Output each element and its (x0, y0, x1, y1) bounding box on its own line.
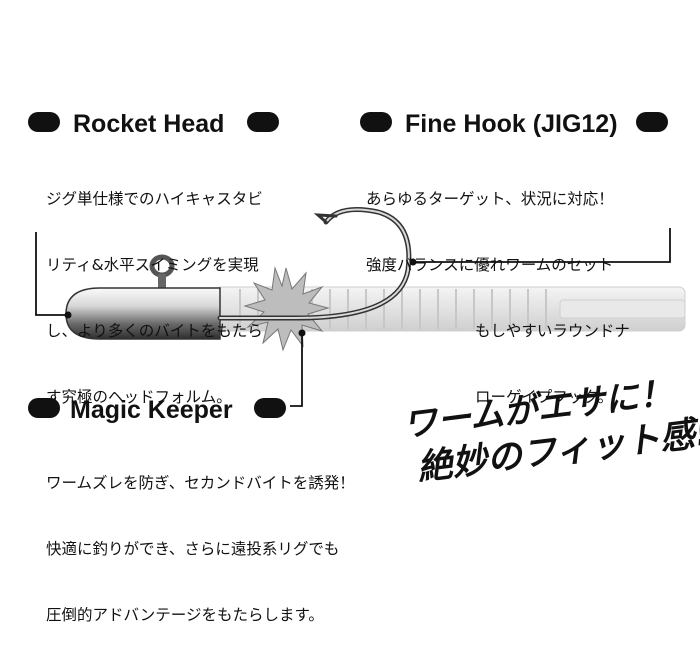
fine-hook-label: Fine Hook (JIG12) (360, 110, 668, 138)
fine-hook-shape (217, 207, 412, 321)
rocket-head-pill-left (28, 112, 60, 132)
magic-keeper-title: Magic Keeper (70, 396, 233, 424)
fine-hook-leader-dot (409, 258, 417, 266)
magic-keeper-leader (290, 333, 303, 407)
magic-keeper-desc-line: ワームズレを防ぎ、セカンドバイトを誘発！ (46, 474, 355, 492)
rocket-head-leader-dot (64, 311, 72, 319)
magic-keeper-desc-line: 快適に釣りができ、さらに遠投系リグでも (46, 540, 340, 558)
fine-hook-description: あらゆるターゲット、状況に対応！ 強度バランスに優れワームのセット もしやすいラ… (366, 144, 630, 430)
magic-keeper-label: Magic Keeper (28, 396, 286, 424)
fine-hook-leader (413, 228, 671, 263)
magic-keeper-leader-dot (298, 329, 306, 337)
magic-keeper-pill-right (254, 398, 286, 418)
rocket-head-label: Rocket Head (28, 110, 279, 138)
rocket-head-pill-right (247, 112, 279, 132)
rocket-head-title: Rocket Head (73, 110, 224, 138)
fine-hook-desc-line: ローゲイプフック。 (475, 388, 613, 406)
line-tie-eye (149, 254, 175, 290)
rocket-head-desc-line: ジグ単仕様でのハイキャスタビ (46, 190, 263, 208)
fine-hook-desc-line: もしやすいラウンドナ (475, 322, 630, 340)
worm-body (214, 286, 686, 332)
fine-hook-desc-line: あらゆるターゲット、状況に対応！ (366, 190, 614, 208)
rocket-head-desc-line: し、より多くのバイトをもたら (46, 322, 263, 340)
fine-hook-pill-right (636, 112, 668, 132)
magic-keeper-description: ワームズレを防ぎ、セカンドバイトを誘発！ 快適に釣りができ、さらに遠投系リグでも… (46, 428, 355, 648)
rocket-head-desc-line: す究極のヘッドフォルム。 (46, 388, 232, 406)
rocket-head-leader (35, 232, 68, 316)
magic-keeper-desc-line: 圧倒的アドバンテージをもたらします。 (46, 606, 324, 624)
fine-hook-desc-line: 強度バランスに優れワームのセット (366, 256, 614, 274)
magic-keeper-pill-left (28, 398, 60, 418)
rocket-head-desc-line: リティ&水平スイミングを実現 (46, 256, 259, 274)
rocket-head-description: ジグ単仕様でのハイキャスタビ リティ&水平スイミングを実現 し、より多くのバイト… (46, 144, 263, 430)
jighead-diagram: Rocket Head Fine Hook (JIG12) Magic Keep… (28, 110, 686, 424)
fine-hook-pill-left (360, 112, 392, 132)
worm-tail (559, 299, 686, 319)
fine-hook-title: Fine Hook (JIG12) (405, 110, 618, 138)
keeper-burst (243, 266, 330, 352)
